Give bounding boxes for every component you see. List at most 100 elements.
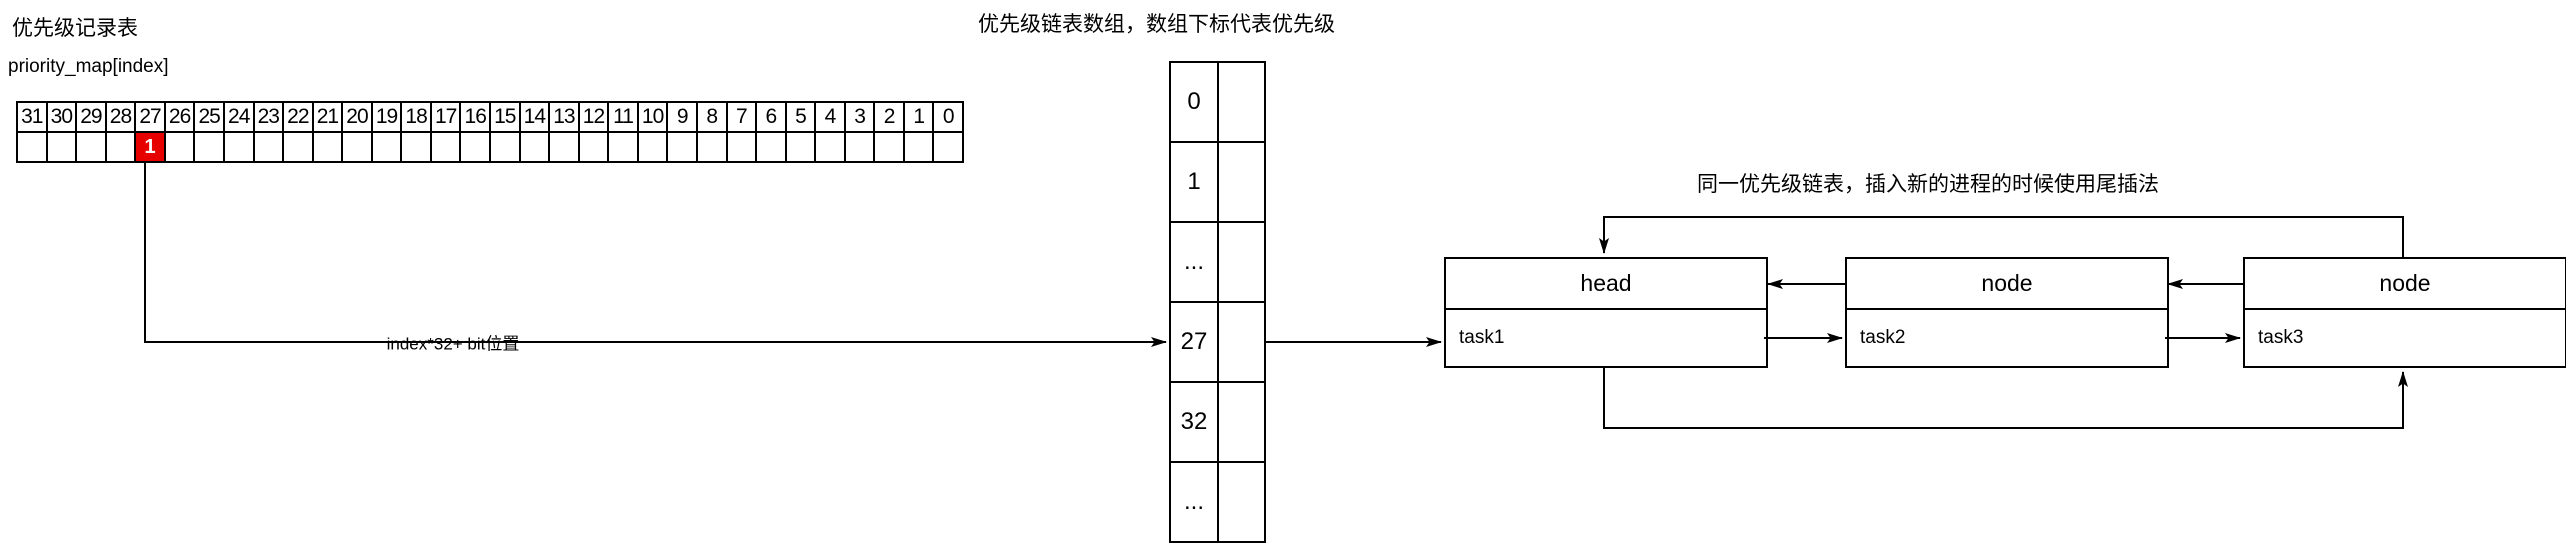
bit-value-5 (787, 133, 817, 161)
arrow-bit-to-array (144, 161, 1167, 347)
prio-row-27: 27 (1171, 303, 1264, 383)
bitmap-subtitle: priority_map[index] (8, 56, 169, 77)
bit-label-30: 30 (48, 103, 78, 131)
bit-value-19 (373, 133, 403, 161)
prio-row-0: 0 (1171, 63, 1264, 143)
bit-label-18: 18 (402, 103, 432, 131)
bit-value-0 (934, 133, 962, 161)
bit-label-6: 6 (757, 103, 787, 131)
bit-label-12: 12 (580, 103, 610, 131)
bit-value-16 (461, 133, 491, 161)
node-task-task1: task1 (1459, 327, 1505, 348)
bit-value-20 (343, 133, 373, 161)
prio-index-...: ... (1171, 463, 1219, 541)
bit-label-14: 14 (521, 103, 551, 131)
bit-value-12 (580, 133, 610, 161)
prio-slot-... (1219, 223, 1264, 301)
index-formula-label: index*32+ bit位置 (382, 329, 524, 355)
bit-value-13 (550, 133, 580, 161)
prio-index-0: 0 (1171, 63, 1219, 141)
bit-value-27: 1 (136, 133, 166, 161)
bit-label-2: 2 (875, 103, 905, 131)
node-task-task2: task2 (1860, 327, 1906, 348)
bit-value-18 (402, 133, 432, 161)
bit-label-7: 7 (728, 103, 758, 131)
bit-label-9: 9 (668, 103, 698, 131)
bit-label-24: 24 (225, 103, 255, 131)
bit-label-1: 1 (905, 103, 935, 131)
bitmap-title: 优先级记录表 (12, 17, 138, 40)
prio-slot-1 (1219, 143, 1264, 221)
prio-slot-32 (1219, 383, 1264, 461)
list-annotation: 同一优先级链表，插入新的进程的时候使用尾插法 (1697, 173, 2159, 196)
bit-value-14 (521, 133, 551, 161)
prio-row-...: ... (1171, 223, 1264, 303)
bit-label-3: 3 (846, 103, 876, 131)
arrow-head-bottom-to-node3 (1603, 368, 2408, 429)
bit-label-21: 21 (314, 103, 344, 131)
bit-value-31 (18, 133, 48, 161)
bit-value-25 (195, 133, 225, 161)
bit-value-23 (255, 133, 285, 161)
node-title-task1: head (1446, 259, 1766, 310)
bit-label-23: 23 (255, 103, 285, 131)
bit-label-8: 8 (698, 103, 728, 131)
list-node-task1: head task1 (1444, 257, 1768, 368)
bit-value-21 (314, 133, 344, 161)
bit-label-19: 19 (373, 103, 403, 131)
bit-value-29 (77, 133, 107, 161)
prio-index-1: 1 (1171, 143, 1219, 221)
bit-label-22: 22 (284, 103, 314, 131)
array-title: 优先级链表数组，数组下标代表优先级 (978, 13, 1335, 36)
bit-label-4: 4 (816, 103, 846, 131)
list-node-task3: node task3 (2243, 257, 2566, 368)
bit-label-15: 15 (491, 103, 521, 131)
list-node-task2: node task2 (1845, 257, 2169, 368)
bit-label-10: 10 (639, 103, 669, 131)
bit-value-15 (491, 133, 521, 161)
bit-value-24 (225, 133, 255, 161)
bit-value-10 (639, 133, 669, 161)
bit-value-30 (48, 133, 78, 161)
arrow-node3-top-to-head (1599, 216, 2404, 257)
bit-label-11: 11 (609, 103, 639, 131)
bit-label-29: 29 (77, 103, 107, 131)
node-title-task3: node (2245, 259, 2565, 310)
bit-value-row: 1 (18, 133, 962, 161)
bit-value-11 (609, 133, 639, 161)
prio-slot-27 (1219, 303, 1264, 381)
bit-value-1 (905, 133, 935, 161)
bit-label-17: 17 (432, 103, 462, 131)
node-task-task3: task3 (2258, 327, 2304, 348)
bit-label-20: 20 (343, 103, 373, 131)
prio-slot-0 (1219, 63, 1264, 141)
prio-index-27: 27 (1171, 303, 1219, 381)
bit-label-31: 31 (18, 103, 48, 131)
bit-label-26: 26 (166, 103, 196, 131)
prio-row-32: 32 (1171, 383, 1264, 463)
bit-value-6 (757, 133, 787, 161)
node-title-task2: node (1847, 259, 2167, 310)
prio-row-1: 1 (1171, 143, 1264, 223)
bit-label-27: 27 (136, 103, 166, 131)
prio-index-...: ... (1171, 223, 1219, 301)
bit-value-26 (166, 133, 196, 161)
bit-value-28 (107, 133, 137, 161)
bit-label-13: 13 (550, 103, 580, 131)
bit-label-0: 0 (942, 105, 955, 128)
bit-label-16: 16 (461, 103, 491, 131)
bit-label-25: 25 (195, 103, 225, 131)
bit-value-9 (668, 133, 698, 161)
bit-value-22 (284, 133, 314, 161)
bit-label-5: 5 (787, 103, 817, 131)
prio-slot-... (1219, 463, 1264, 541)
bit-value-2 (875, 133, 905, 161)
prio-index-32: 32 (1171, 383, 1219, 461)
bit-label-28: 28 (107, 103, 137, 131)
prio-row-...: ... (1171, 463, 1264, 541)
